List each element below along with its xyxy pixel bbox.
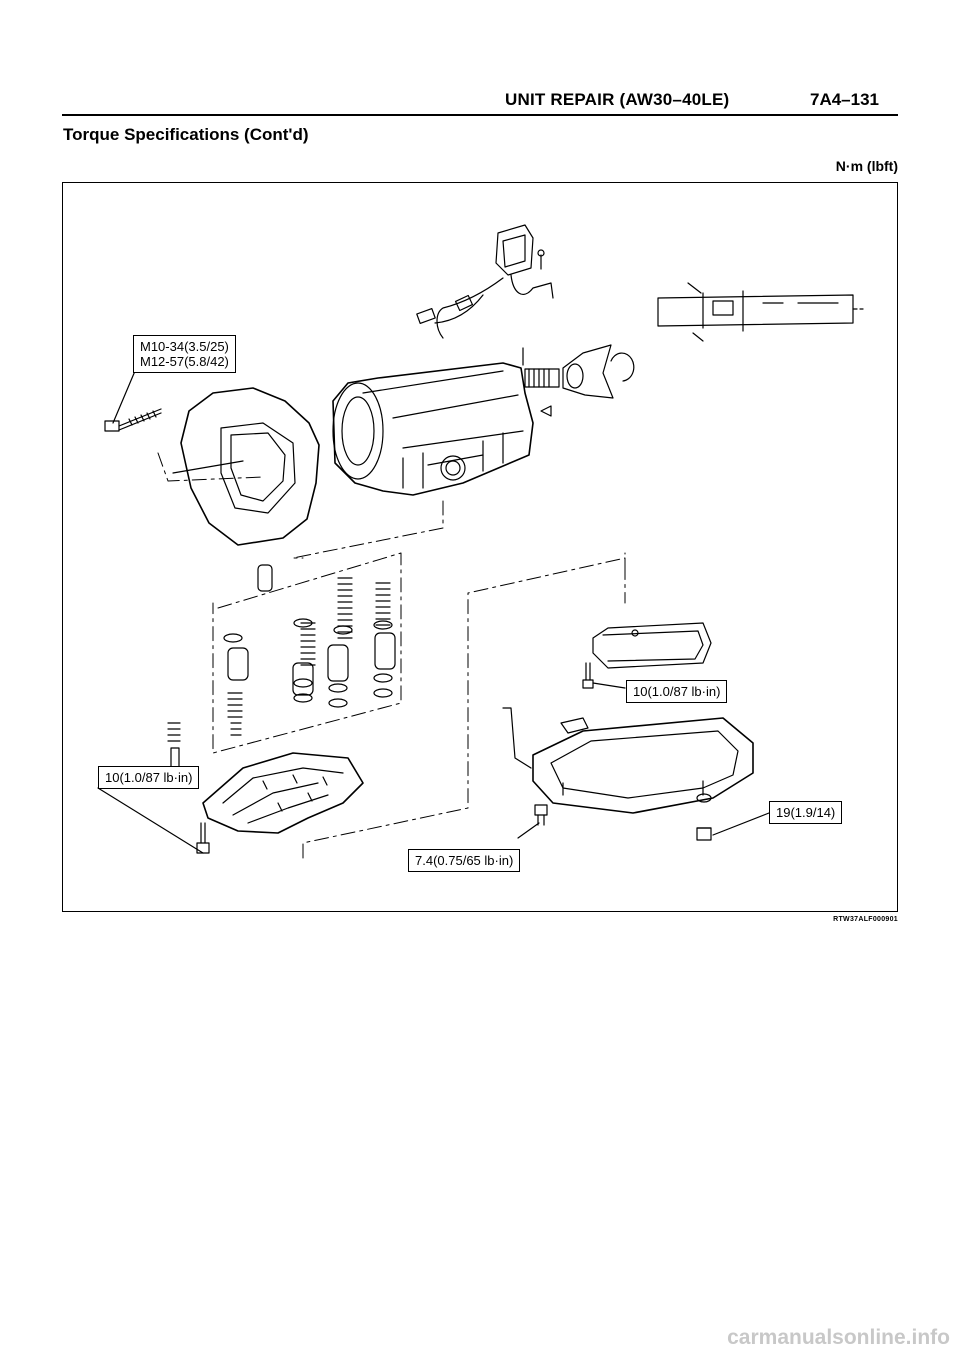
drain-plug-drawing xyxy=(696,793,712,841)
valve-springs xyxy=(167,577,391,742)
leader-valve-body-bolt xyxy=(97,787,204,854)
section-title: Torque Specifications (Cont'd) xyxy=(63,125,309,144)
propeller-shaft xyxy=(657,282,864,342)
converter-housing xyxy=(180,387,320,546)
strainer-bolt-drawing xyxy=(582,662,594,689)
watermark: carmanualsonline.info xyxy=(727,1326,950,1349)
torque-label-valve-body-bolt: 10(1.0/87 lb·in) xyxy=(98,766,200,789)
oil-pan-bolt-drawing xyxy=(534,804,548,826)
leader-housing-bolt xyxy=(112,370,136,424)
torque-label-strainer-bolt: 10(1.0/87 lb·in) xyxy=(626,680,728,703)
dowel-pin xyxy=(257,564,273,592)
leader-oil-pan-bolt xyxy=(517,822,540,839)
o-rings xyxy=(223,618,393,708)
oil-tube xyxy=(502,707,532,769)
header-rule xyxy=(62,114,898,116)
torque-label-drain-plug: 19(1.9/14) xyxy=(769,801,843,824)
torque-label-oil-pan-bolt: 7.4(0.75/65 lb·in) xyxy=(408,849,521,872)
page-number: 7A4–131 xyxy=(810,90,880,109)
figure-code: RTW37ALF000901 xyxy=(833,916,898,923)
oil-pan xyxy=(532,717,754,814)
header-title: UNIT REPAIR (AW30–40LE) xyxy=(505,90,730,109)
snap-ring xyxy=(610,352,635,382)
leader-strainer-bolt xyxy=(592,682,626,689)
oil-strainer xyxy=(592,622,712,669)
figure-frame: M10-34(3.5/25) M12-57(5.8/42) 10(1.0/87 … xyxy=(62,182,898,912)
transmission-case xyxy=(332,362,534,496)
valve-plungers xyxy=(227,632,396,696)
wire-harness xyxy=(434,274,554,339)
torque-units: N·m (lbft) xyxy=(835,158,898,174)
output-shaft xyxy=(524,368,560,388)
transmission-exploded-illustration xyxy=(97,224,864,859)
output-flange xyxy=(562,344,614,399)
valve-body xyxy=(202,752,364,834)
sensor-connector xyxy=(495,224,534,276)
torque-label-housing-bolt-m12: M12-57(5.8/42) xyxy=(140,354,229,369)
torque-label-housing-bolt-m10: M10-34(3.5/25) xyxy=(140,339,229,354)
torque-label-housing-bolt: M10-34(3.5/25) M12-57(5.8/42) xyxy=(133,335,236,373)
leader-drain-plug xyxy=(712,812,770,836)
housing-bolt-drawing xyxy=(104,408,162,432)
valve-body-bolt-drawing xyxy=(196,822,210,854)
